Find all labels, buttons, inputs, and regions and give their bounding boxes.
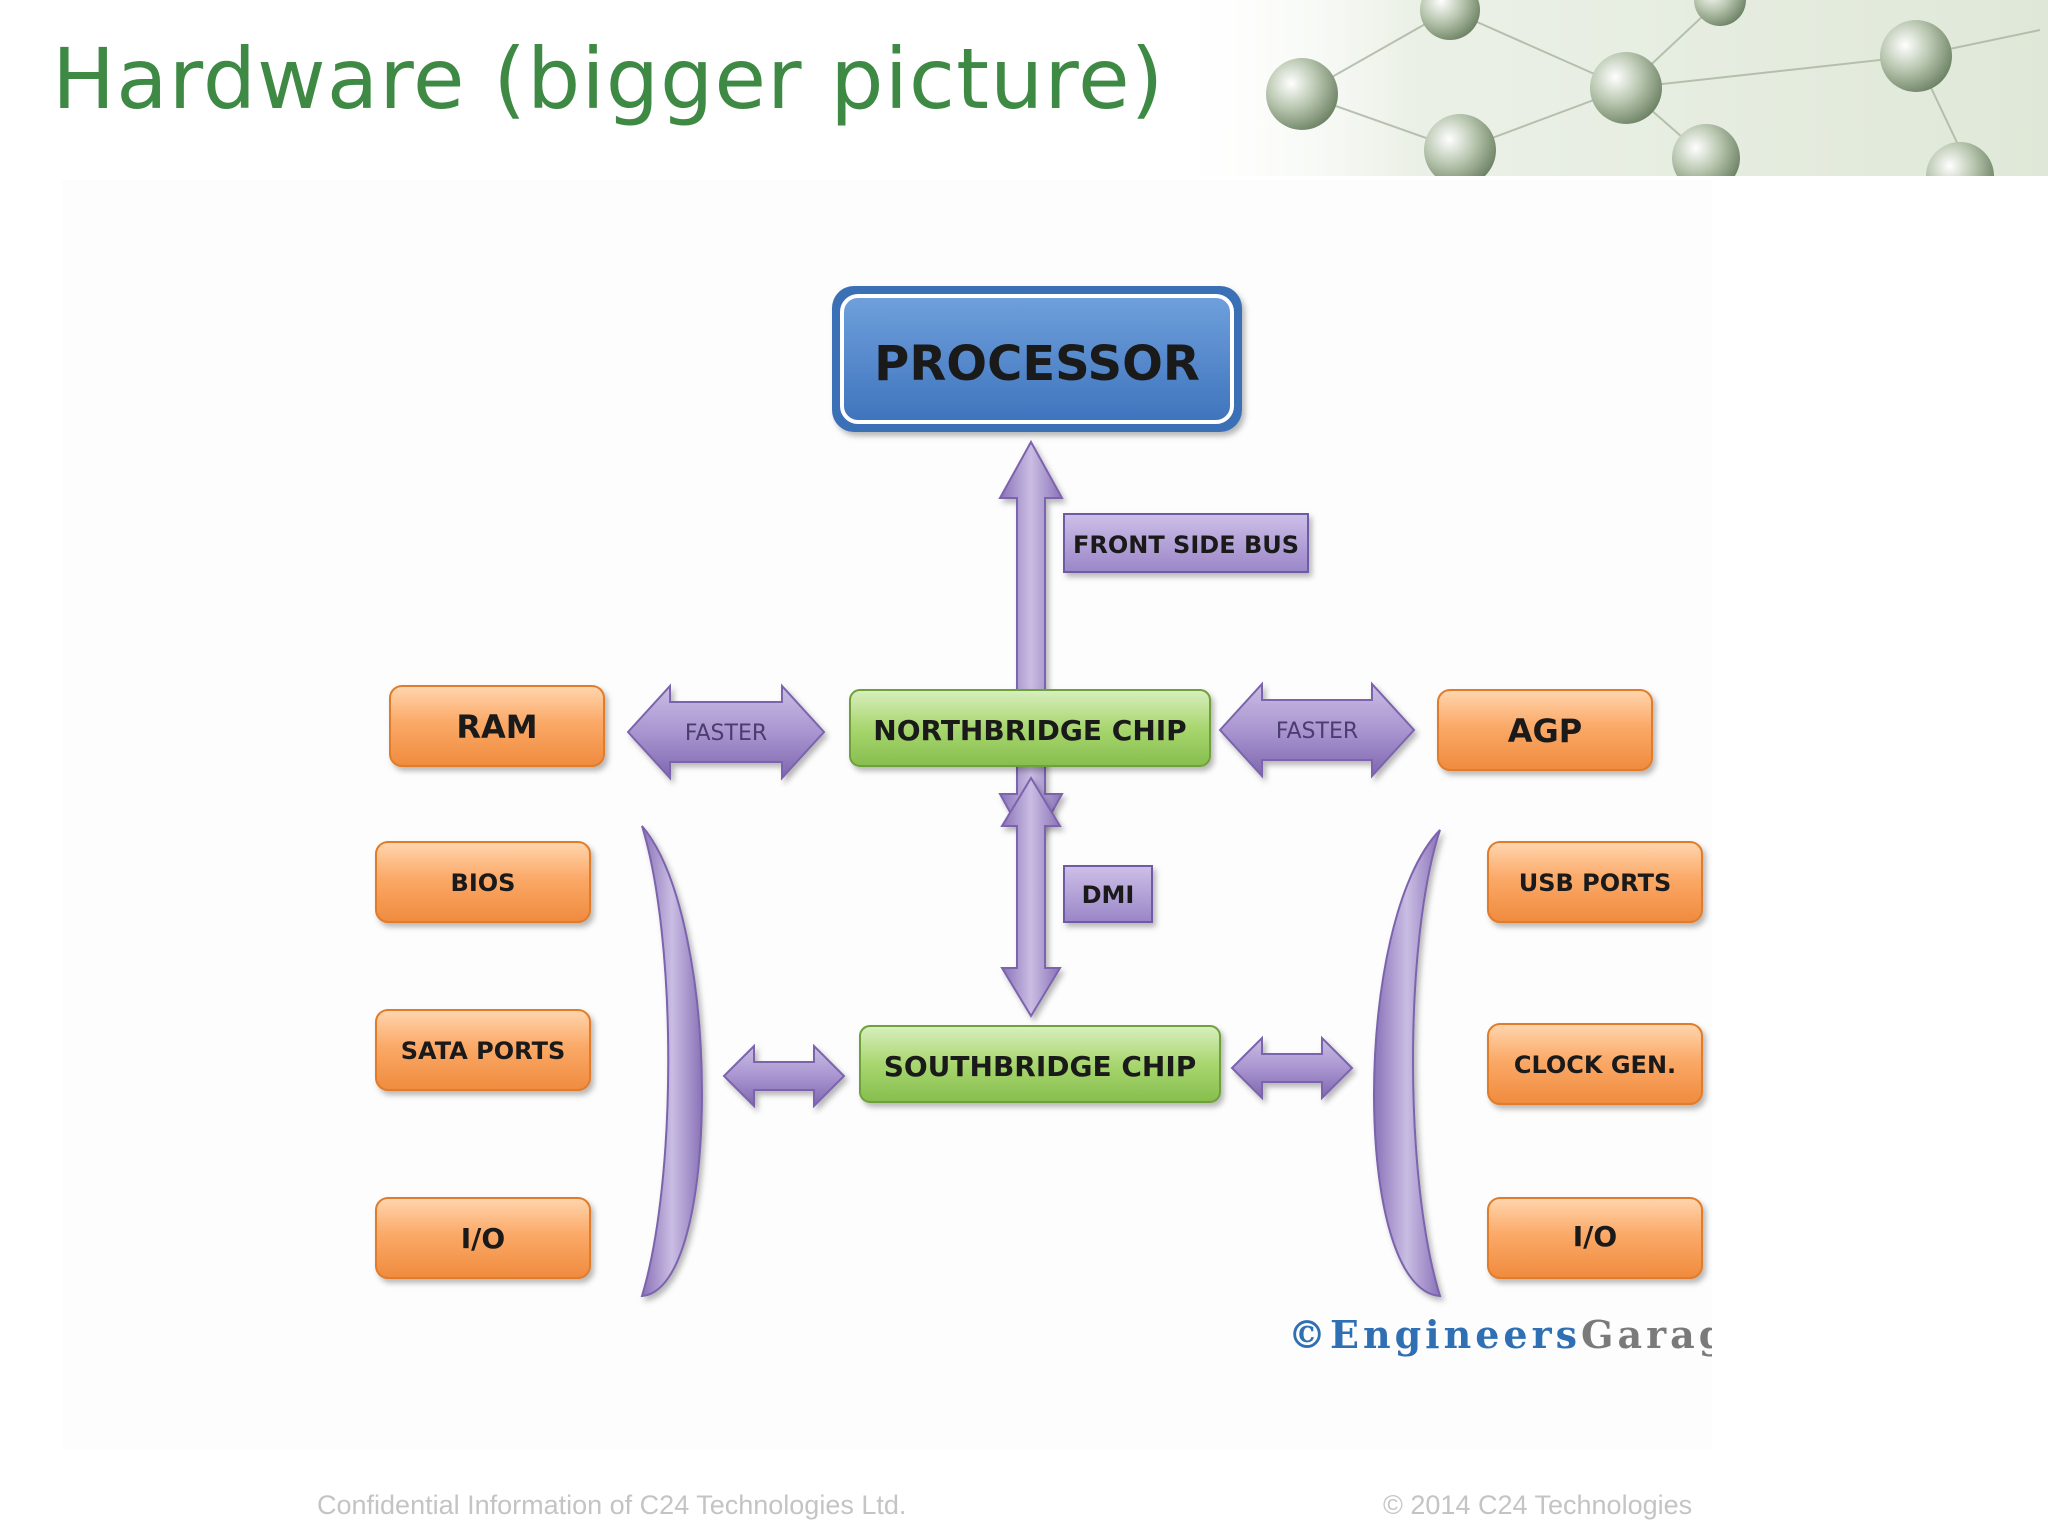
left-component-sata-ports: SATA PORTS (375, 1009, 591, 1091)
bios-label: BIOS (451, 869, 516, 897)
right-component-io: I/O (1487, 1197, 1703, 1279)
southbridge-left-arrow (722, 1043, 846, 1109)
right-io-label: I/O (1573, 1220, 1617, 1253)
southbridge-right-arrow (1230, 1035, 1354, 1101)
engineersgarage-watermark: ©EngineersGarage (1288, 1312, 1712, 1357)
northbridge-box (849, 689, 1211, 767)
clock-gen-label: CLOCK GEN. (1514, 1051, 1676, 1079)
southbridge-box (859, 1025, 1221, 1103)
footer-copyright: © 2014 C24 Technologies (1383, 1490, 1693, 1520)
faster-arrow-right (1218, 681, 1416, 779)
left-component-ram: RAM (389, 685, 605, 767)
hardware-diagram: PROCESSOR FRONT SIDE BUS NORTHBRIDGE CHI… (62, 180, 1712, 1450)
globe-icons (1266, 0, 1994, 176)
left-io-label: I/O (461, 1222, 505, 1255)
watermark-garage: Garage (1581, 1312, 1712, 1357)
ram-label: RAM (456, 708, 537, 746)
dmi-label: DMI (1082, 881, 1135, 909)
agp-label: AGP (1508, 712, 1582, 750)
front-side-bus-label-box (1063, 513, 1309, 573)
left-bracket (640, 825, 703, 1298)
left-component-io: I/O (375, 1197, 591, 1279)
right-component-usb-ports: USB PORTS (1487, 841, 1703, 923)
slide-title: Hardware (bigger picture) (52, 30, 1165, 128)
footer-confidential: Confidential Information of C24 Technolo… (317, 1490, 907, 1520)
front-side-bus-label: FRONT SIDE BUS (1073, 531, 1299, 559)
processor-box (832, 286, 1242, 432)
northbridge-label: NORTHBRIDGE CHIP (873, 714, 1186, 747)
faster-label-left: FASTER (685, 721, 767, 746)
dmi-label-box (1063, 865, 1153, 923)
right-component-agp: AGP (1437, 689, 1653, 771)
usb-ports-label: USB PORTS (1519, 869, 1671, 897)
faster-label-right: FASTER (1276, 719, 1358, 744)
faster-arrow-left (626, 683, 826, 781)
right-bracket (1373, 829, 1442, 1298)
dmi-arrow (1000, 776, 1062, 1018)
left-component-bios: BIOS (375, 841, 591, 923)
network-globes-decoration (1160, 0, 2048, 176)
copyright-symbol: © (1288, 1312, 1330, 1357)
processor-label: PROCESSOR (874, 336, 1200, 392)
sata-ports-label: SATA PORTS (401, 1037, 565, 1065)
watermark-engineers: Engineers (1330, 1312, 1581, 1357)
right-component-clock-gen: CLOCK GEN. (1487, 1023, 1703, 1105)
southbridge-label: SOUTHBRIDGE CHIP (884, 1050, 1197, 1083)
